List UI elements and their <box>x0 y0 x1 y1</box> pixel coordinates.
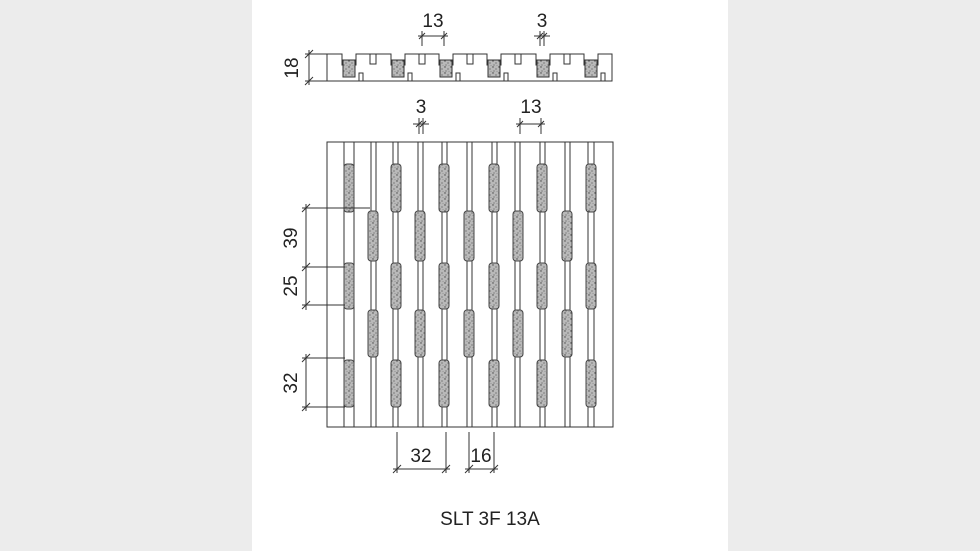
section-insert <box>391 59 405 78</box>
plan-insert <box>343 163 355 213</box>
section-insert <box>584 59 598 78</box>
section-notch <box>418 53 426 65</box>
plan-insert <box>438 359 450 408</box>
section-groove-dimension <box>418 31 448 46</box>
spacing-label-39: 39 <box>281 227 302 248</box>
drawing-title: SLT 3F 13A <box>440 509 540 530</box>
plan-insert <box>343 262 355 310</box>
plan-insert <box>561 309 573 358</box>
section-bottom-slot <box>455 72 461 82</box>
plan-insert <box>585 163 597 213</box>
plan-insert <box>488 262 500 310</box>
left-spacing-dimensions <box>301 203 370 412</box>
plan-inserts <box>343 163 597 408</box>
plan-insert <box>512 309 524 358</box>
section-bottom-slot <box>503 72 509 82</box>
section-insert <box>439 59 453 78</box>
plan-insert <box>414 210 426 262</box>
plan-insert <box>585 359 597 408</box>
plan-groove-label: 13 <box>520 97 541 118</box>
plan-insert <box>561 210 573 262</box>
section-notch <box>563 53 571 65</box>
section-insert-label: 3 <box>537 11 548 32</box>
section-bottom-slot <box>407 72 413 82</box>
plan-insert <box>488 359 500 408</box>
section-bottom-slot <box>358 72 364 82</box>
panel-outline <box>326 141 614 428</box>
spacing-label-25: 25 <box>281 275 302 296</box>
plan-insert <box>390 359 402 408</box>
section-notch <box>369 53 377 65</box>
plan-groove-dimension <box>516 118 545 134</box>
plan-insert <box>343 359 355 408</box>
section-notch <box>466 53 474 65</box>
section-view: 18 13 3 <box>282 11 613 86</box>
plan-insert-label: 3 <box>416 97 427 118</box>
plan-insert <box>414 309 426 358</box>
section-insert <box>487 59 501 78</box>
plan-insert <box>536 359 548 408</box>
plan-insert <box>390 163 402 213</box>
plan-insert <box>390 262 402 310</box>
section-notch <box>514 53 522 65</box>
section-notches <box>358 53 606 82</box>
plan-insert <box>536 262 548 310</box>
plan-insert <box>585 262 597 310</box>
plan-insert <box>438 262 450 310</box>
plan-insert <box>463 210 475 262</box>
section-bottom-slot <box>552 72 558 82</box>
plan-insert <box>536 163 548 213</box>
bottom-spacing-dimensions <box>392 432 499 474</box>
section-insert <box>342 59 356 78</box>
plan-insert-dimension <box>413 118 429 134</box>
section-insert <box>536 59 550 78</box>
section-inserts <box>342 59 598 78</box>
plan-insert <box>438 163 450 213</box>
thickness-dimension <box>304 49 340 86</box>
plan-insert <box>488 163 500 213</box>
plan-insert <box>463 309 475 358</box>
plan-insert <box>367 210 379 262</box>
plan-insert <box>512 210 524 262</box>
section-groove-label: 13 <box>422 11 443 32</box>
spacing-label-32: 32 <box>281 372 302 393</box>
plan-view: 3 13 39 25 32 <box>281 97 614 474</box>
plan-rails <box>343 142 595 427</box>
thickness-label: 18 <box>282 57 303 78</box>
section-bottom-slot <box>600 72 606 82</box>
plan-insert <box>367 309 379 358</box>
section-insert-dimension <box>534 31 550 46</box>
bottom-label-16: 16 <box>470 446 491 467</box>
bottom-label-32: 32 <box>410 446 431 467</box>
